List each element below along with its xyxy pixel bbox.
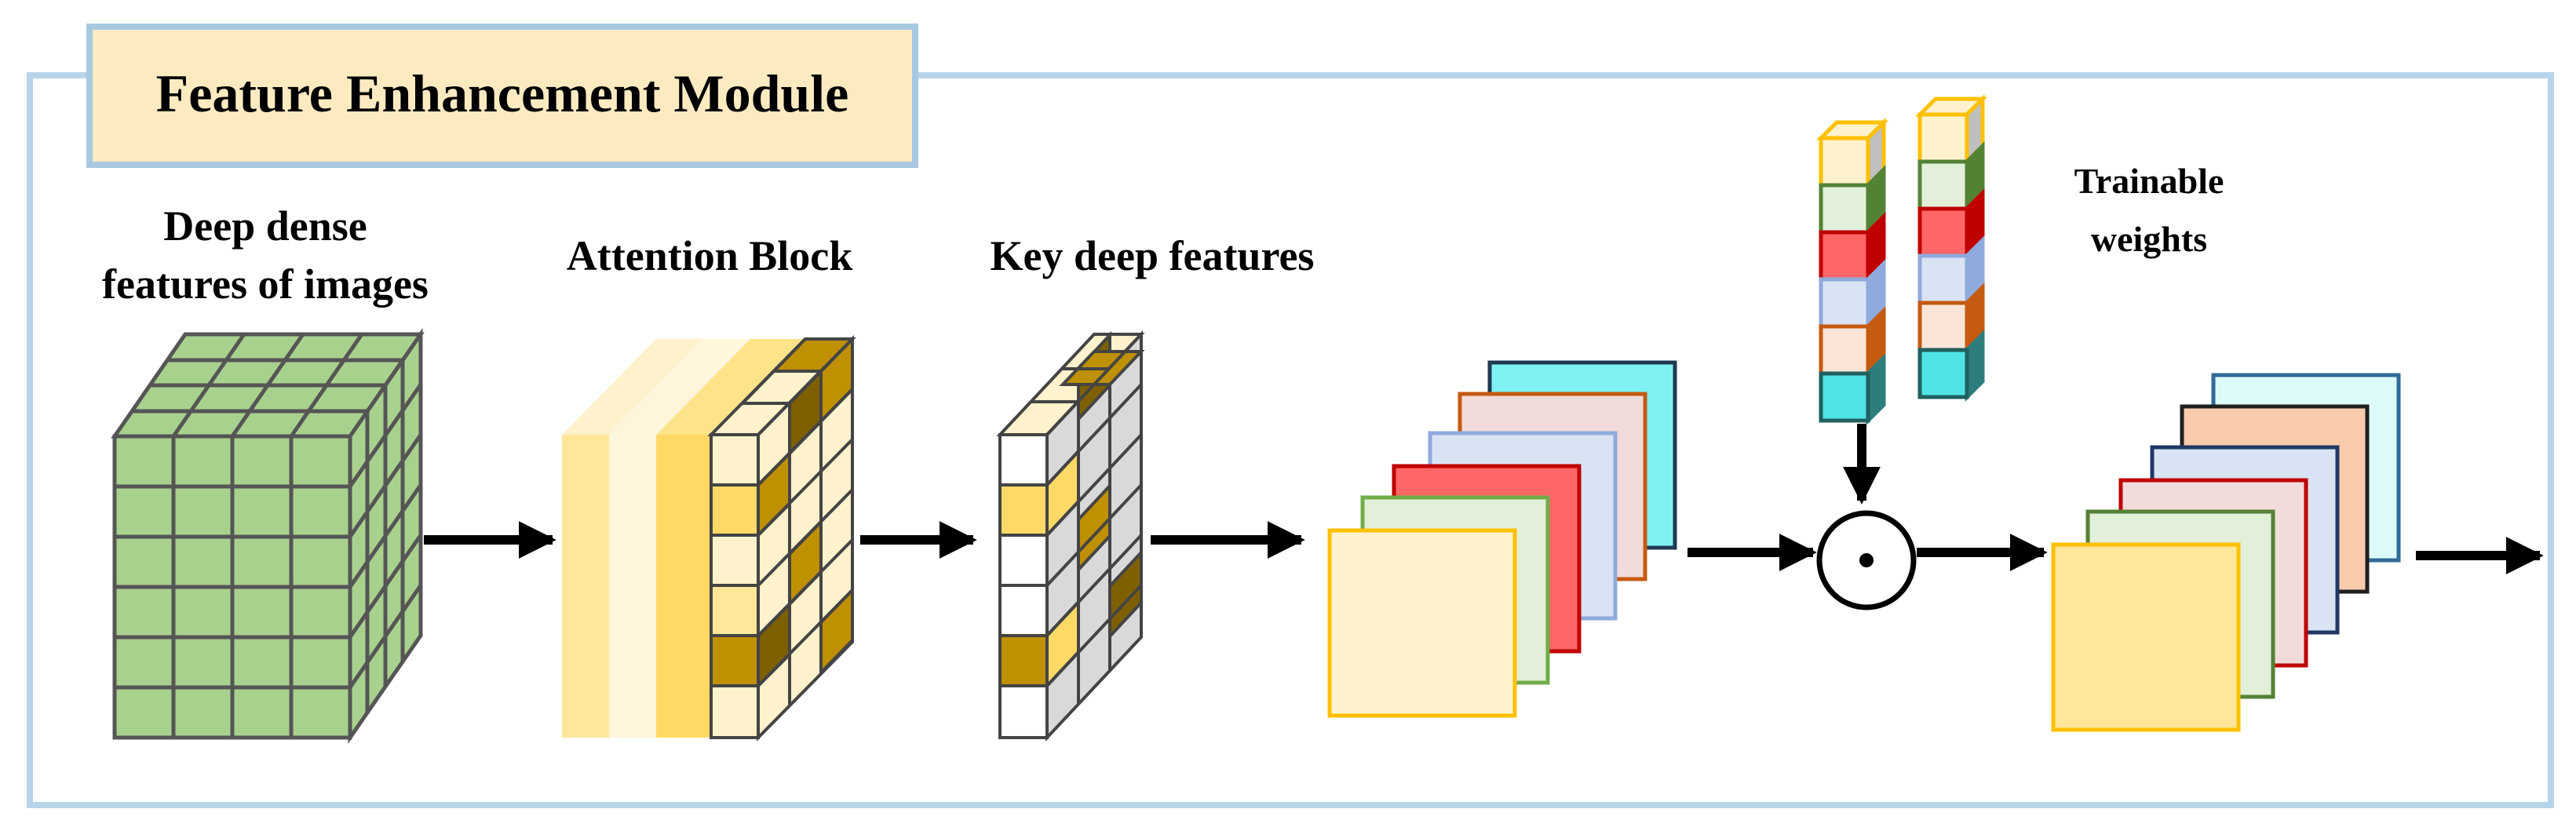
attention-block: [562, 335, 856, 742]
feature-map-stack: [1327, 360, 1677, 718]
trainable-weights-column-1: [1815, 117, 1889, 426]
attention-layer-front: [656, 339, 805, 435]
module-frame: [27, 72, 2554, 808]
key-deep-features-label: Key deep features: [991, 232, 1315, 279]
module-title-box: Feature Enhancement Module: [86, 24, 918, 168]
module-title: Feature Enhancement Module: [156, 64, 849, 123]
deep-dense-label-line2: features of images: [102, 261, 429, 308]
trainable-weights-column-2: [1914, 93, 1988, 403]
trainable-weights-label-line1: Trainable: [2074, 161, 2224, 201]
attention-layer-mid: [609, 339, 750, 435]
elementwise-product-operator: [1816, 510, 1917, 610]
attention-block-label: Attention Block: [567, 232, 853, 279]
weighted-map-gold: [2051, 542, 2241, 732]
deep-dense-feature-cube: [111, 327, 425, 745]
attention-grid: [707, 335, 856, 742]
trainable-weights-label-line2: weights: [2091, 219, 2207, 259]
weighted-feature-map-stack: [2051, 373, 2401, 732]
attention-layer-back: [562, 339, 703, 435]
feature-map-cream: [1327, 528, 1517, 718]
key-deep-features-block: [996, 330, 1145, 742]
deep-dense-label-line1: Deep dense: [163, 202, 367, 250]
